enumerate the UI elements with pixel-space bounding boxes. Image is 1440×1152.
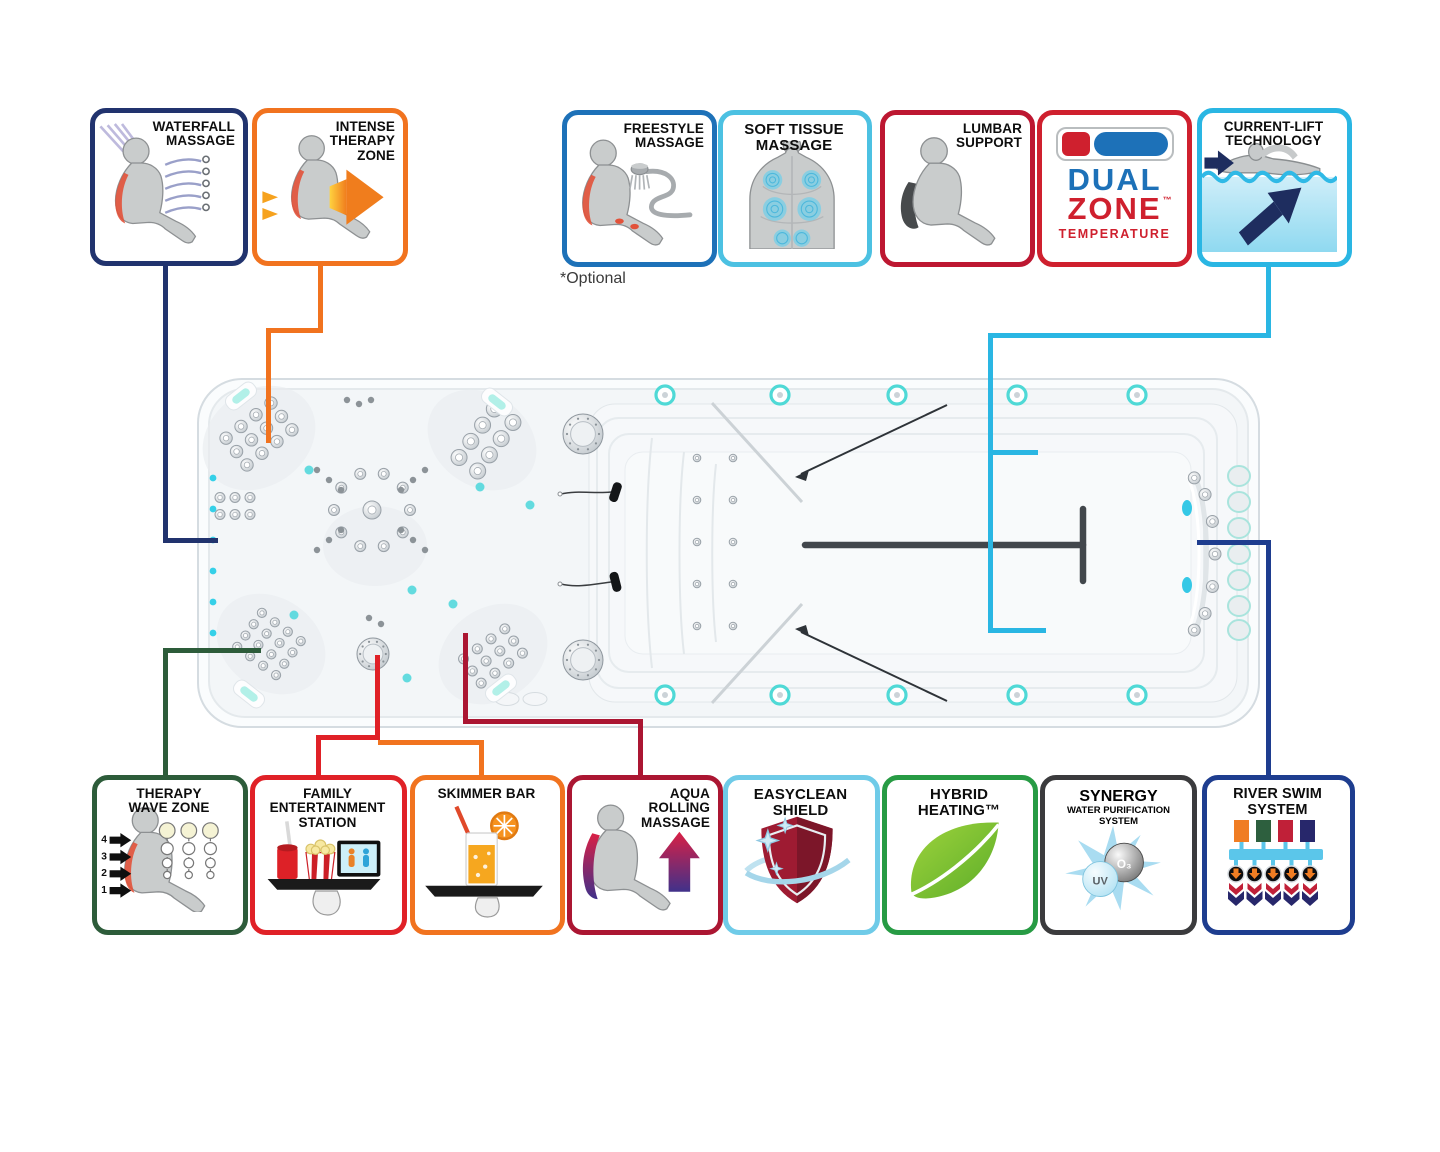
- feature-title: CURRENT-LIFT TECHNOLOGY: [1223, 119, 1324, 149]
- optional-note: *Optional: [560, 270, 626, 287]
- waterfall-massage-icon: [99, 123, 210, 244]
- feature-box-freestyle-massage: FREESTYLE MASSAGE: [562, 110, 717, 267]
- svg-text:O₃: O₃: [1117, 857, 1132, 871]
- feature-box-family-entertainment-station: FAMILY ENTERTAINMENT STATION: [250, 775, 407, 935]
- dual-word: DUAL: [1067, 162, 1162, 197]
- feature-title: WATERFALL MASSAGE: [152, 119, 235, 149]
- soft-tissue-massage-icon: [749, 141, 835, 249]
- feature-title: INTENSE THERAPY ZONE: [329, 119, 395, 163]
- swim-direction-arrows: [710, 401, 948, 705]
- dual-zone-thermostat-icon: [1055, 127, 1174, 161]
- feature-title: EASYCLEAN SHIELD: [753, 786, 848, 820]
- feature-title: SOFT TISSUE MASSAGE: [744, 121, 844, 155]
- hybrid-heating-icon: [908, 822, 1001, 899]
- therapy-wave-zone-icon: 4 3 2 1: [101, 806, 219, 912]
- river-swim-system-icon: [1227, 820, 1323, 906]
- feature-box-current-lift-technology: CURRENT-LIFT TECHNOLOGY: [1197, 108, 1352, 267]
- svg-text:UV: UV: [1093, 876, 1109, 888]
- tm-mark: ™: [1162, 195, 1174, 206]
- family-entertainment-station-icon: [267, 821, 381, 916]
- feature-title: HYBRID HEATING™: [917, 786, 1001, 820]
- feature-subtitle: WATER PURIFICATION SYSTEM: [1066, 805, 1171, 827]
- temperature-word: TEMPERATURE: [1058, 226, 1171, 241]
- synergy-water-purification-icon: O₃ UV: [1065, 825, 1161, 911]
- feature-box-hybrid-heating: HYBRID HEATING™: [882, 775, 1038, 935]
- feature-box-therapy-wave-zone: THERAPY WAVE ZONE 4 3 2 1: [92, 775, 248, 935]
- swim-lane-line: [801, 505, 1087, 585]
- current-lift-technology-icon: [1202, 142, 1337, 252]
- feature-box-lumbar-support: LUMBAR SUPPORT: [880, 110, 1035, 267]
- resistance-anchors: [557, 482, 622, 592]
- feature-box-soft-tissue-massage: SOFT TISSUE MASSAGE: [718, 110, 872, 267]
- intense-therapy-zone-icon: [262, 135, 384, 239]
- feature-title: THERAPY WAVE ZONE: [128, 786, 210, 816]
- feature-box-aqua-rolling-massage: AQUA ROLLING MASSAGE: [567, 775, 723, 935]
- feature-title: SYNERGY: [1079, 788, 1158, 805]
- svg-text:1: 1: [101, 885, 107, 896]
- skimmer-bar-icon: [425, 805, 543, 918]
- feature-title: FREESTYLE MASSAGE: [623, 121, 704, 151]
- svg-text:4: 4: [101, 835, 107, 846]
- easyclean-shield-icon: [744, 816, 851, 904]
- svg-text:2: 2: [101, 868, 107, 879]
- feature-box-intense-therapy-zone: INTENSE THERAPY ZONE: [252, 108, 408, 266]
- feature-box-waterfall-massage: WATERFALL MASSAGE: [90, 108, 248, 266]
- feature-title: LUMBAR SUPPORT: [956, 121, 1022, 151]
- feature-box-synergy-water-purification: SYNERGY WATER PURIFICATION SYSTEM O₃ UV: [1040, 775, 1197, 935]
- feature-title: RIVER SWIM SYSTEM: [1233, 786, 1322, 818]
- feature-title: FAMILY ENTERTAINMENT STATION: [269, 786, 386, 830]
- feature-title: AQUA ROLLING MASSAGE: [641, 786, 710, 830]
- aqua-rolling-massage-icon: [582, 804, 700, 911]
- svg-text:3: 3: [101, 851, 107, 862]
- feature-box-skimmer-bar: SKIMMER BAR: [410, 775, 565, 935]
- feature-box-easyclean-shield: EASYCLEAN SHIELD: [723, 775, 880, 935]
- freestyle-massage-icon: [582, 139, 693, 246]
- feature-title: SKIMMER BAR: [437, 786, 536, 801]
- lumbar-support-icon: [900, 137, 996, 246]
- swim-spa-top-view: [197, 378, 1260, 728]
- feature-box-river-swim-system: RIVER SWIM SYSTEM: [1202, 775, 1355, 935]
